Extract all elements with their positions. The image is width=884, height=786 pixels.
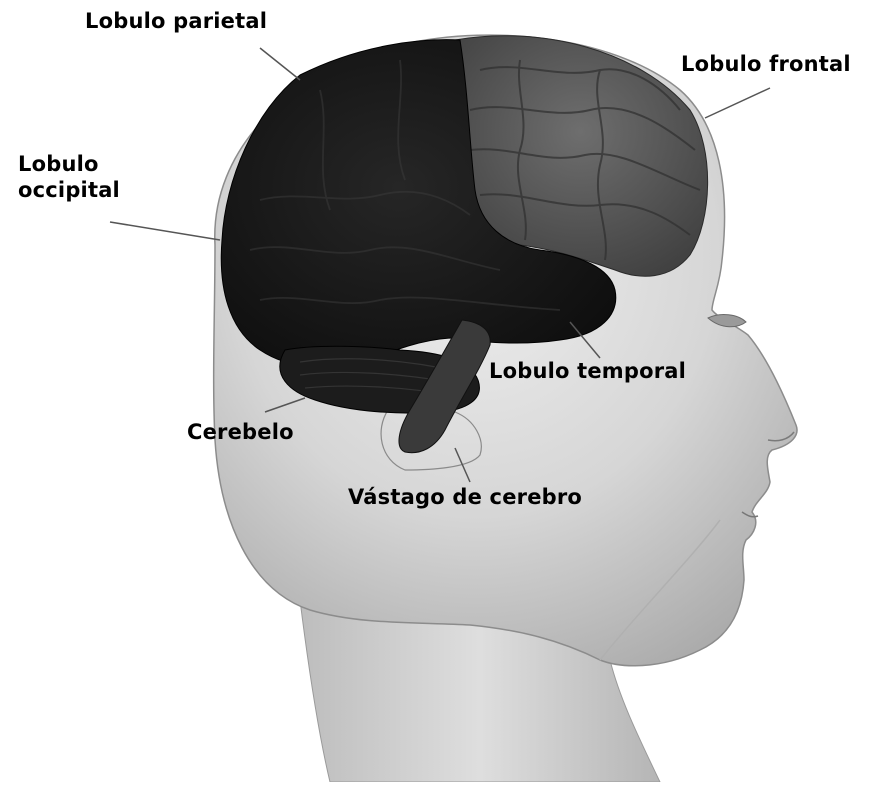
label-occipital-line2: occipital [18, 177, 148, 203]
label-lobulo-frontal: Lobulo frontal [681, 51, 851, 77]
label-lobulo-temporal: Lobulo temporal [489, 358, 686, 384]
label-lobulo-occipital: Lobulo occipital [18, 151, 148, 203]
label-cerebelo: Cerebelo [187, 419, 294, 445]
leader-occipital [110, 222, 220, 240]
leader-parietal [260, 48, 300, 80]
label-vastago-de-cerebro: Vástago de cerebro [348, 484, 582, 510]
label-occipital-line1: Lobulo [18, 151, 148, 177]
leader-frontal [705, 88, 770, 118]
label-lobulo-parietal: Lobulo parietal [85, 8, 267, 34]
